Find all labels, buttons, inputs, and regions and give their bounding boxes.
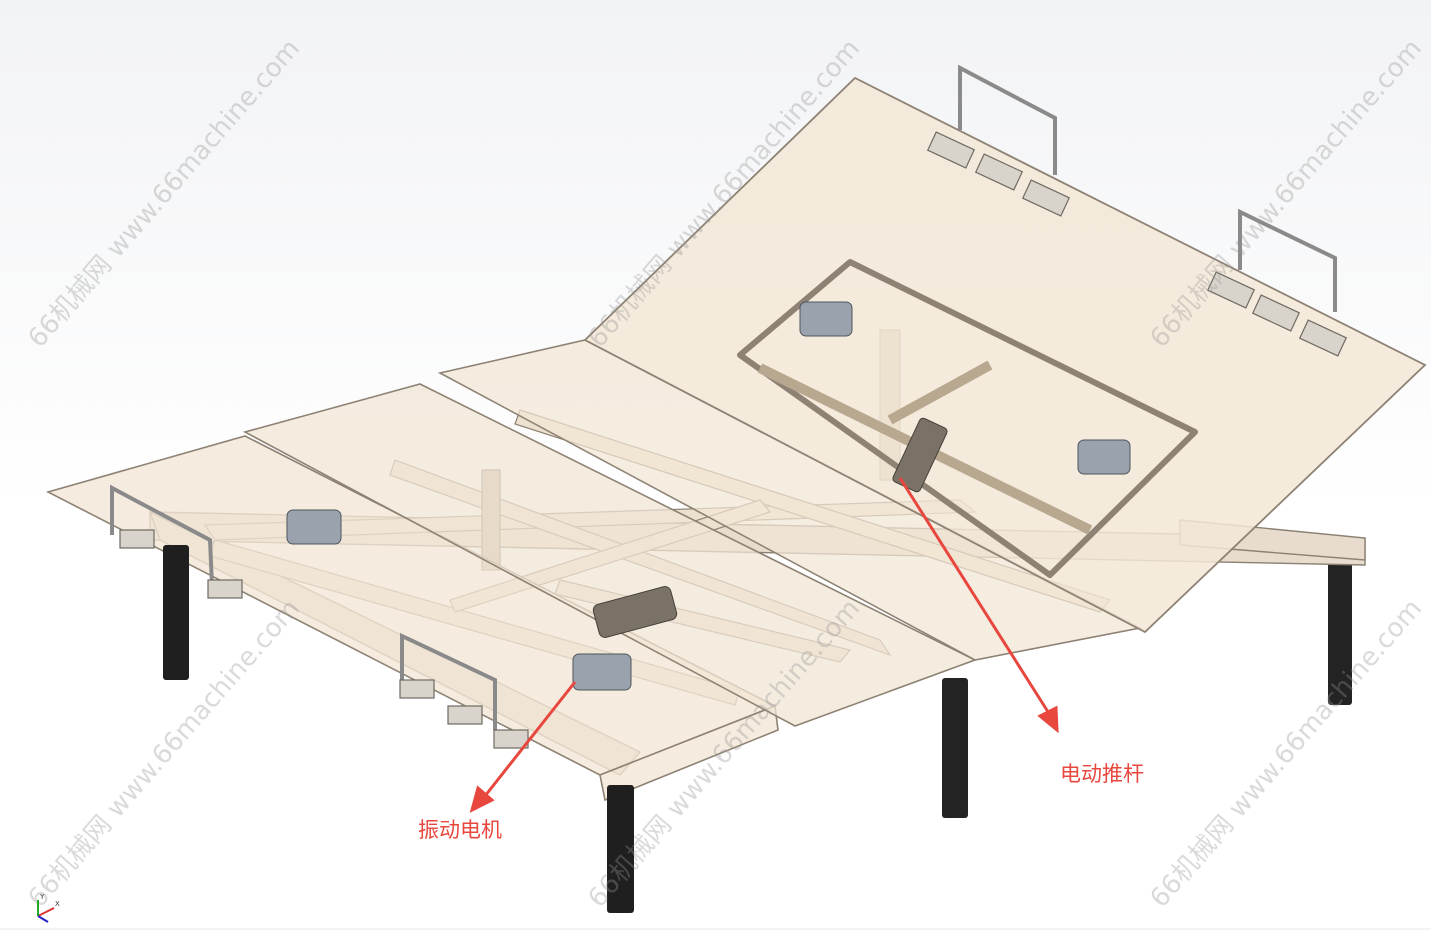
head-subframe: [737, 259, 1198, 578]
callout-arrow-actuator: [898, 477, 1059, 734]
rear-legs: [942, 560, 1352, 818]
vibration-motor-foot: [572, 653, 632, 691]
handles: [110, 64, 1337, 730]
triad-x-label: X: [55, 900, 60, 908]
hinge-blocks: [119, 131, 1348, 749]
vibration-motor-label: 振动电机: [418, 818, 502, 842]
electric-actuator-label: 电动推杆: [1060, 762, 1144, 786]
coordinate-triad-icon: X Y: [28, 890, 64, 926]
vibration-motor-head-right: [1077, 439, 1131, 475]
vibration-motor-left: [286, 509, 342, 545]
callout-arrow-motor: [469, 681, 577, 813]
vibration-motor-head-left: [799, 301, 853, 337]
triad-y-label: Y: [39, 893, 45, 901]
lift-actuator: [592, 417, 948, 638]
head-panel: [583, 76, 1427, 634]
front-legs: [163, 545, 634, 913]
